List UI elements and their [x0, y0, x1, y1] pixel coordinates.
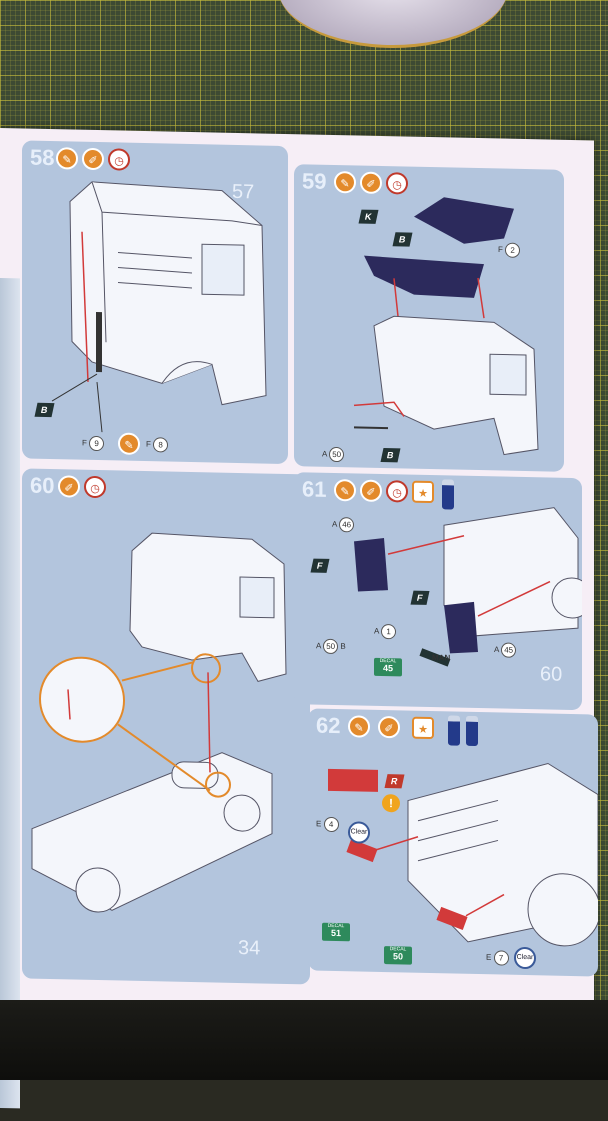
- part-tag: B: [380, 448, 400, 463]
- part-tag: R: [384, 774, 404, 789]
- part-ref: A 50 B: [316, 638, 346, 655]
- part-tag: K: [358, 209, 378, 224]
- chassis-drawing: [31, 532, 287, 913]
- step-61-panel: 61 ✎ ✐ ◷ ★ A 46 F F A 50 B A 1 A 45: [294, 472, 582, 711]
- left-page-edge: [0, 278, 20, 1109]
- page-number: 34: [238, 936, 261, 960]
- table-shadow: [0, 1000, 608, 1080]
- man-badge-label: MAN: [432, 653, 451, 663]
- part-ref: A 50: [322, 446, 345, 463]
- part-tag: F: [310, 558, 329, 573]
- step-60-panel: 60 ✐ ◷ 34: [22, 468, 310, 985]
- step-58-panel: 58 ✎ ✐ ◷ 57 B F 9 ✎ F 8: [22, 140, 288, 465]
- mudflap-drawing: [354, 507, 582, 667]
- part-ref: A 46: [332, 517, 355, 533]
- part-tag: B: [34, 402, 54, 418]
- step-59-panel: 59 ✎ ✐ ◷ K B F 2 A 50 B: [294, 164, 564, 472]
- clear-paint-icon: Clear: [348, 821, 370, 844]
- instruction-sheet: 58 ✎ ✐ ◷ 57 B F 9 ✎ F 8: [0, 128, 598, 1109]
- part-ref: F 2: [498, 242, 521, 258]
- part-ref: E 4: [316, 816, 339, 833]
- part-tag: B: [392, 232, 412, 247]
- roof-spoiler-drawing: [353, 197, 539, 456]
- rear-lights-drawing: [328, 762, 598, 947]
- cement-icon: ✎: [118, 432, 140, 455]
- part-ref: E 7: [486, 950, 509, 966]
- page-number: 60: [540, 663, 563, 686]
- part-tag: F: [410, 590, 429, 605]
- part-ref: F 9: [82, 435, 105, 452]
- part-ref: A 1: [374, 623, 397, 640]
- clear-paint-icon: Clear: [514, 946, 536, 970]
- warning-icon: !: [382, 794, 400, 813]
- part-ref: F 8: [146, 437, 169, 453]
- part-ref: A 45: [494, 642, 517, 658]
- truck-cab-drawing: [51, 181, 267, 433]
